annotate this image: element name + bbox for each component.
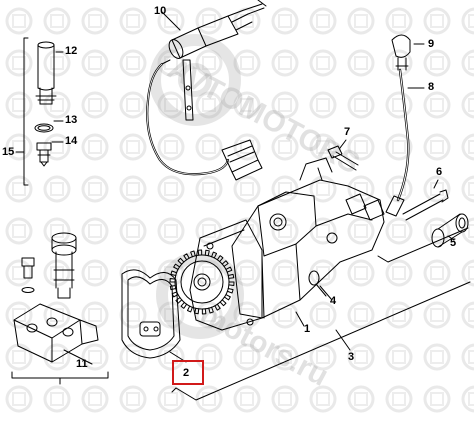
gasket-2 — [121, 269, 187, 363]
callout-8: 8 — [428, 81, 435, 93]
drive-gear-teeth — [169, 249, 235, 315]
gear-tooth — [169, 278, 176, 283]
assembly-bracket-3 — [171, 227, 471, 401]
gear-tooth — [228, 281, 235, 286]
callout-4: 4 — [330, 295, 337, 307]
gear-tooth — [197, 249, 203, 256]
gear-tooth — [186, 305, 193, 313]
hand-primer-pump-upper — [15, 37, 64, 186]
gear-tooth — [221, 260, 229, 267]
callout-5: 5 — [450, 237, 457, 249]
callout-6: 6 — [436, 166, 443, 178]
hand-primer-pump-lower — [11, 232, 109, 385]
gear-tooth — [216, 255, 224, 263]
gear-tooth — [204, 249, 210, 257]
gear-tooth — [211, 251, 218, 259]
gear-tooth — [219, 299, 227, 307]
callout-1: 1 — [304, 323, 311, 335]
callout-2[interactable]: 2 — [183, 367, 190, 379]
gear-tooth — [201, 308, 207, 315]
callout-15: 15 — [2, 146, 15, 158]
gear-tooth — [214, 303, 221, 311]
callout-7: 7 — [344, 126, 351, 138]
callout-11: 11 — [76, 358, 88, 370]
gear-tooth — [225, 266, 233, 273]
gear-tooth — [169, 285, 177, 291]
callout-14: 14 — [65, 135, 78, 147]
fuel-line — [385, 34, 425, 217]
callout-3: 3 — [348, 351, 355, 363]
callout-12: 12 — [65, 45, 78, 57]
gear-tooth — [180, 301, 188, 309]
callout-10: 10 — [154, 5, 167, 17]
leader-lines — [295, 285, 333, 327]
sensor-harness — [146, 0, 267, 181]
fitting-4 — [308, 270, 327, 297]
gear-tooth — [183, 253, 190, 261]
bolt-7 — [327, 139, 359, 171]
fuel-pump-body — [174, 157, 385, 331]
gear-tooth — [190, 250, 196, 258]
gear-tooth — [227, 273, 235, 279]
bolt-6 — [402, 179, 449, 221]
gear-tooth — [194, 307, 200, 315]
gear-tooth — [223, 294, 231, 301]
gear-tooth — [173, 263, 181, 270]
gear-tooth — [170, 270, 178, 277]
callout-9: 9 — [428, 38, 435, 50]
callout-13: 13 — [65, 114, 78, 126]
gear-tooth — [208, 306, 214, 314]
gear-tooth — [171, 291, 179, 298]
gear-tooth — [177, 257, 185, 265]
highlighted-part-2-box[interactable]: 2 — [172, 360, 204, 385]
gear-tooth — [226, 287, 234, 294]
